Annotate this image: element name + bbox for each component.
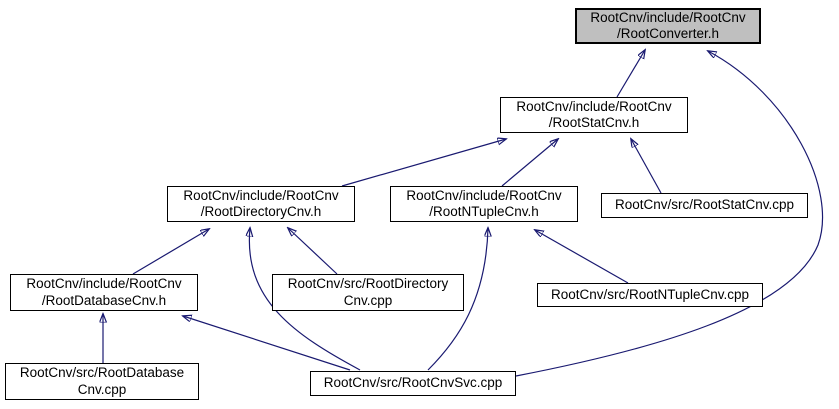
node-root-ntuple-cnv-h[interactable]: RootCnv/include/RootCnv /RootNTupleCnv.h <box>390 186 578 222</box>
edge-ntuplecnv-h-to-statcnv-h <box>501 139 558 187</box>
node-root-stat-cnv-h[interactable]: RootCnv/include/RootCnv /RootStatCnv.h <box>500 97 688 133</box>
node-root-cnv-svc-cpp[interactable]: RootCnv/src/RootCnvSvc.cpp <box>310 371 516 396</box>
node-root-database-cnv-cpp[interactable]: RootCnv/src/RootDatabase Cnv.cpp <box>5 363 199 400</box>
edge-cnvsvc-cpp-to-converter-h <box>515 51 824 377</box>
edge-databasecnv-h-to-directorycnv-h <box>132 229 209 275</box>
edge-cnvsvc-cpp-to-databasecnv-h <box>183 316 351 371</box>
node-root-converter-h[interactable]: RootCnv/include/RootCnv /RootConverter.h <box>575 8 761 44</box>
node-root-directory-cnv-cpp[interactable]: RootCnv/src/RootDirectory Cnv.cpp <box>272 274 464 311</box>
edge-directorycnv-h-to-statcnv-h <box>341 139 506 187</box>
edge-statcnv-h-to-converter-h <box>616 50 645 98</box>
node-root-stat-cnv-cpp[interactable]: RootCnv/src/RootStatCnv.cpp <box>601 193 808 218</box>
node-root-database-cnv-h[interactable]: RootCnv/include/RootCnv /RootDatabaseCnv… <box>10 274 198 311</box>
edge-ntuplecnv-cpp-to-ntuplecnv-h <box>535 230 629 284</box>
edge-cnvsvc-cpp-to-ntuplecnv-h <box>427 228 488 371</box>
edge-statcnv-cpp-to-statcnv-h <box>631 139 662 194</box>
node-root-directory-cnv-h[interactable]: RootCnv/include/RootCnv /RootDirectoryCn… <box>167 186 355 222</box>
edge-cnvsvc-cpp-to-directorycnv-h <box>249 228 361 371</box>
node-root-ntuple-cnv-cpp[interactable]: RootCnv/src/RootNTupleCnv.cpp <box>537 283 763 307</box>
edge-directorycnv-cpp-to-directorycnv-h <box>288 228 338 275</box>
